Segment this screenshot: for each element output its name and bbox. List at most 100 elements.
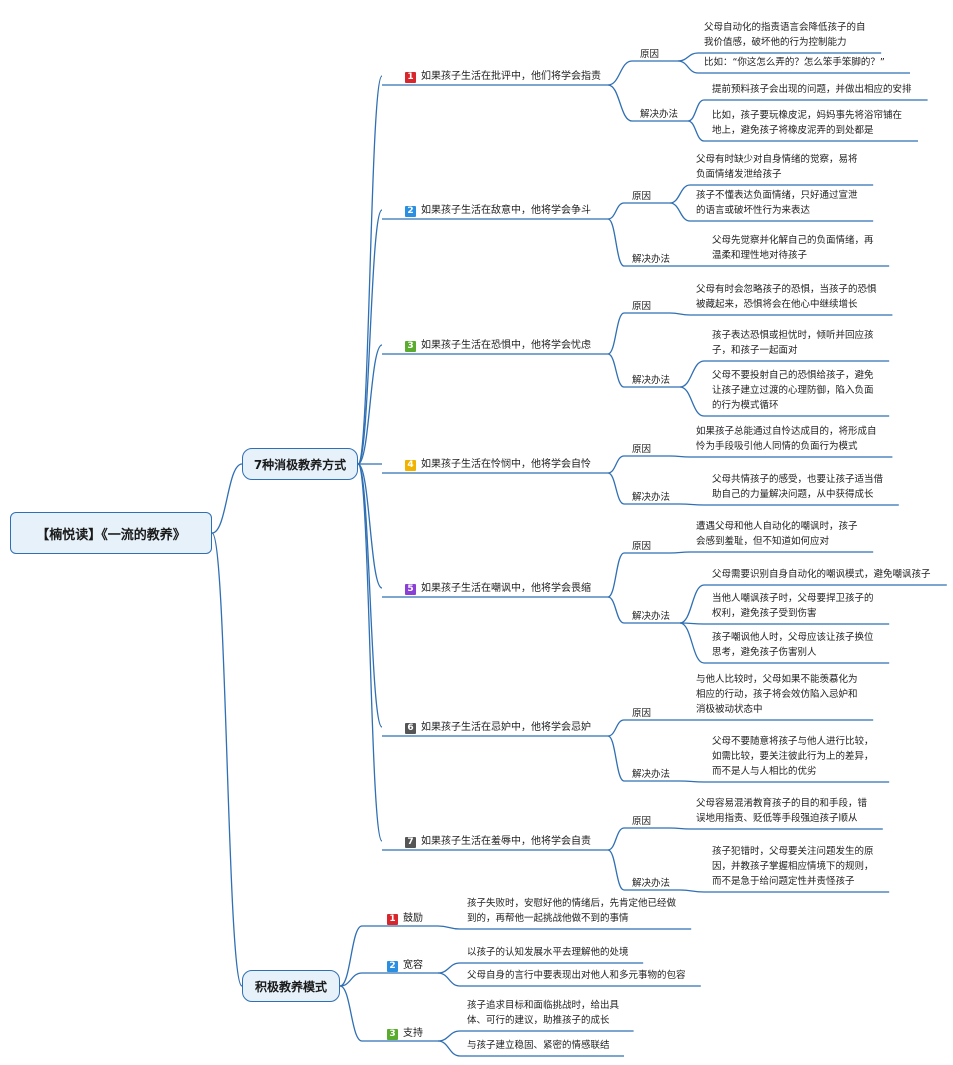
solution-leaf: 提前预料孩子会出现的问题，并做出相应的安排 <box>712 84 912 95</box>
positive-leaf: 孩子追求目标和面临挑战时，给出具 体、可行的建议，助推孩子的成长 <box>467 1000 620 1026</box>
branch-label: 如果孩子生活在羞辱中，他将学会自责 <box>421 836 591 847</box>
cause-label: 原因 <box>632 301 652 312</box>
negative-to-branch-3 <box>357 344 383 465</box>
cause-label: 原因 <box>632 816 652 827</box>
positive-to-leaf <box>437 972 461 987</box>
cause-leaf: 如果孩子总能通过自怜达成目的，将形成自 怜为手段吸引他人同情的负面行为模式 <box>696 426 877 452</box>
positive-main-node: 积极教养模式 <box>242 970 340 1002</box>
cause-label: 原因 <box>640 49 660 60</box>
cause-leaf: 孩子不懂表达负面情绪，只好通过宣泄 的语言或破坏性行为来表达 <box>696 190 858 216</box>
root-node: 【楠悦读】《一流的教养》 <box>10 512 212 554</box>
branch-number-badge: 1 <box>405 71 416 83</box>
negative-branch-7: 7 如果孩子生活在羞辱中，他将学会自责 <box>405 835 591 849</box>
branch-label: 如果孩子生活在恐惧中，他将学会忧虑 <box>421 340 591 351</box>
branch-to-cause <box>607 552 625 598</box>
cause-label: 原因 <box>632 191 652 202</box>
solution-to-leaf <box>679 386 705 417</box>
branch-label: 如果孩子生活在嘲讽中，他将学会畏缩 <box>421 583 591 594</box>
branch-to-cause <box>607 719 625 737</box>
cause-label: 原因 <box>632 708 652 719</box>
branch-to-cause <box>607 60 633 86</box>
branch-number-badge: 3 <box>387 1028 398 1040</box>
branch-to-solution <box>607 472 625 505</box>
cause-to-leaf <box>669 184 691 204</box>
branch-to-solution <box>607 735 625 782</box>
solution-label: 解决办法 <box>632 611 671 622</box>
cause-to-leaf <box>669 202 691 222</box>
cause-leaf: 父母有时缺少对自身情绪的觉察，易将 负面情绪发泄给孩子 <box>696 154 858 180</box>
solution-leaf: 孩子犯错时，父母要关注问题发生的原 因，并教孩子掌握相应情境下的规则， 而不是急… <box>712 846 874 887</box>
cause-leaf: 遭遇父母和他人自动化的嘲讽时，孩子 会感到羞耻，但不知道如何应对 <box>696 521 858 547</box>
branch-to-cause <box>607 827 625 851</box>
solution-leaf: 比如，孩子要玩橡皮泥，妈妈事先将浴帘铺在 地上，避免孩子将橡皮泥弄的到处都是 <box>712 110 903 136</box>
solution-to-leaf <box>687 120 705 142</box>
positive-branch-3: 3 支持 <box>387 1027 423 1041</box>
solution-leaf: 孩子嘲讽他人时，父母应该让孩子换位 思考，避免孩子伤害别人 <box>712 632 874 658</box>
positive-to-branch-2 <box>339 972 363 987</box>
positive-to-leaf <box>437 925 461 930</box>
branch-to-solution <box>607 849 625 891</box>
negative-main-node: 7种消极教养方式 <box>242 448 358 480</box>
branch-label: 支持 <box>403 1028 423 1039</box>
branch-label: 如果孩子生活在批评中，他们将学会指责 <box>421 71 601 82</box>
solution-leaf: 父母不要投射自己的恐惧给孩子，避免 让孩子建立过渡的心理防御，陷入负面 的行为模… <box>712 370 874 411</box>
positive-to-leaf <box>437 962 461 974</box>
negative-to-branch-6 <box>357 463 383 728</box>
cause-to-leaf <box>669 312 691 316</box>
negative-to-branch-1 <box>357 75 383 465</box>
cause-to-leaf <box>677 60 699 74</box>
cause-leaf: 父母有时会忽略孩子的恐惧，当孩子的恐惧 被藏起来，恐惧将会在他心中继续增长 <box>696 284 877 310</box>
solution-to-leaf <box>687 99 705 122</box>
branch-number-badge: 2 <box>387 960 398 972</box>
branch-to-cause <box>607 202 625 220</box>
branch-number-badge: 5 <box>405 583 416 595</box>
positive-leaf: 父母自身的言行中要表现出对他人和多元事物的包容 <box>467 970 686 981</box>
cause-label: 原因 <box>632 444 652 455</box>
branch-to-solution <box>607 353 625 388</box>
solution-to-leaf <box>679 622 705 664</box>
branch-to-solution <box>607 596 625 624</box>
cause-to-leaf <box>669 827 691 830</box>
positive-to-branch-3 <box>339 985 363 1042</box>
solution-leaf: 孩子表达恐惧或担忧时，倾听并回应孩 子，和孩子一起面对 <box>712 330 874 356</box>
cause-to-leaf <box>669 455 691 458</box>
branch-label: 如果孩子生活在忌妒中，他将学会忌妒 <box>421 722 591 733</box>
branch-to-cause <box>607 312 625 355</box>
solution-label: 解决办法 <box>632 878 671 889</box>
branch-label: 宽容 <box>403 960 423 971</box>
branch-number-badge: 4 <box>405 459 416 471</box>
root-to-positive <box>211 532 243 987</box>
branch-label: 如果孩子生活在敌意中，他将学会争斗 <box>421 205 591 216</box>
solution-to-leaf <box>679 780 705 783</box>
branch-label: 鼓励 <box>403 913 423 924</box>
negative-branch-3: 3 如果孩子生活在恐惧中，他将学会忧虑 <box>405 339 591 353</box>
positive-to-leaf <box>437 1030 461 1042</box>
cause-leaf: 比如：“你这怎么弄的？怎么笨手笨脚的？” <box>704 57 885 68</box>
solution-to-leaf <box>679 584 705 624</box>
positive-leaf: 与孩子建立稳固、紧密的情感联结 <box>467 1040 610 1051</box>
positive-branch-2: 2 宽容 <box>387 959 423 973</box>
cause-to-leaf <box>677 52 699 62</box>
branch-number-badge: 7 <box>405 836 416 848</box>
cause-leaf: 父母自动化的指责语言会降低孩子的自 我价值感，破坏他的行为控制能力 <box>704 22 866 48</box>
negative-to-branch-7 <box>357 463 383 842</box>
branch-to-cause <box>607 455 625 474</box>
branch-number-badge: 1 <box>387 913 398 925</box>
positive-to-leaf <box>437 1040 461 1057</box>
solution-label: 解决办法 <box>632 492 671 503</box>
positive-to-branch-1 <box>339 925 363 987</box>
solution-to-leaf <box>679 889 705 893</box>
positive-leaf: 孩子失败时，安慰好他的情绪后，先肯定他已经做 到的，再帮他一起挑战他做不到的事情 <box>467 898 677 924</box>
negative-branch-4: 4 如果孩子生活在怜悯中，他将学会自怜 <box>405 458 591 472</box>
cause-leaf: 父母容易混淆教育孩子的目的和手段，错 误地用指责、贬低等手段强迫孩子顺从 <box>696 798 868 824</box>
solution-label: 解决办法 <box>632 375 671 386</box>
branch-label: 如果孩子生活在怜悯中，他将学会自怜 <box>421 459 591 470</box>
branch-number-badge: 3 <box>405 340 416 352</box>
cause-leaf: 与他人比较时，父母如果不能羡慕化为 相应的行动，孩子将会效仿陷入忌妒和 消极被动… <box>696 674 858 715</box>
branch-to-solution <box>607 218 625 267</box>
solution-to-leaf <box>679 503 705 506</box>
solution-to-leaf <box>679 360 705 388</box>
